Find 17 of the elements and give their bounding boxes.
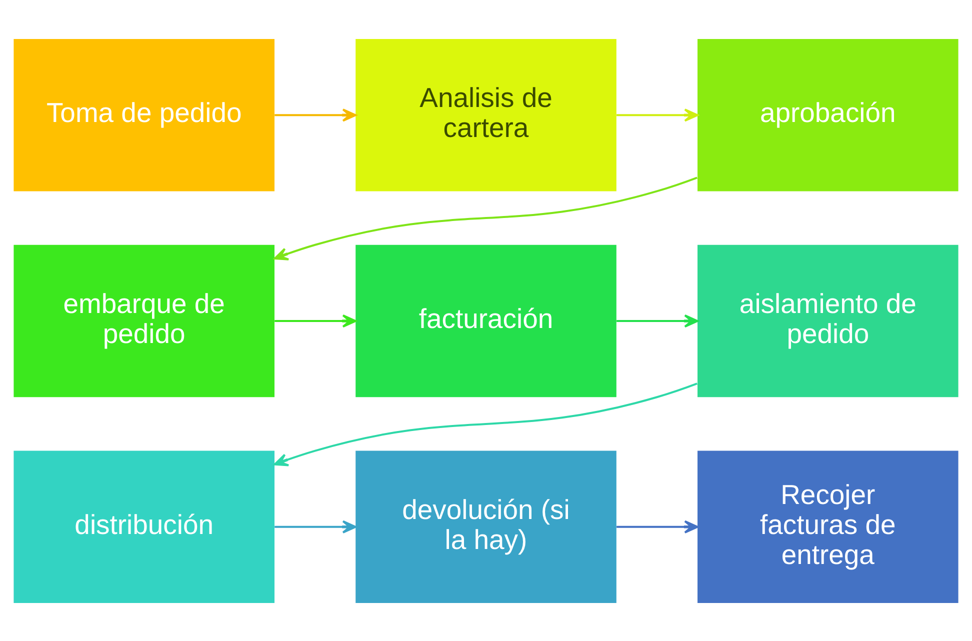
arrow: [274, 520, 357, 533]
node-box: aislamiento de pedido: [698, 244, 958, 397]
node-box: devolución (si la hay): [356, 450, 616, 602]
arrow: [274, 108, 357, 122]
node-box: embarque de pedido: [14, 244, 274, 397]
node-box: aprobación: [698, 38, 958, 191]
arrow: [616, 314, 698, 328]
arrow: [274, 314, 357, 328]
node-box: Analisis de cartera: [356, 38, 616, 191]
arrow: [616, 108, 698, 122]
node-box: Toma de pedido: [14, 38, 274, 191]
arrow: [274, 382, 698, 466]
arrow: [274, 176, 698, 260]
node-box: facturación: [356, 244, 616, 397]
arrow: [616, 520, 698, 533]
node-box: Recojer facturas de entrega: [698, 450, 958, 602]
node-box: distribución: [14, 450, 274, 602]
